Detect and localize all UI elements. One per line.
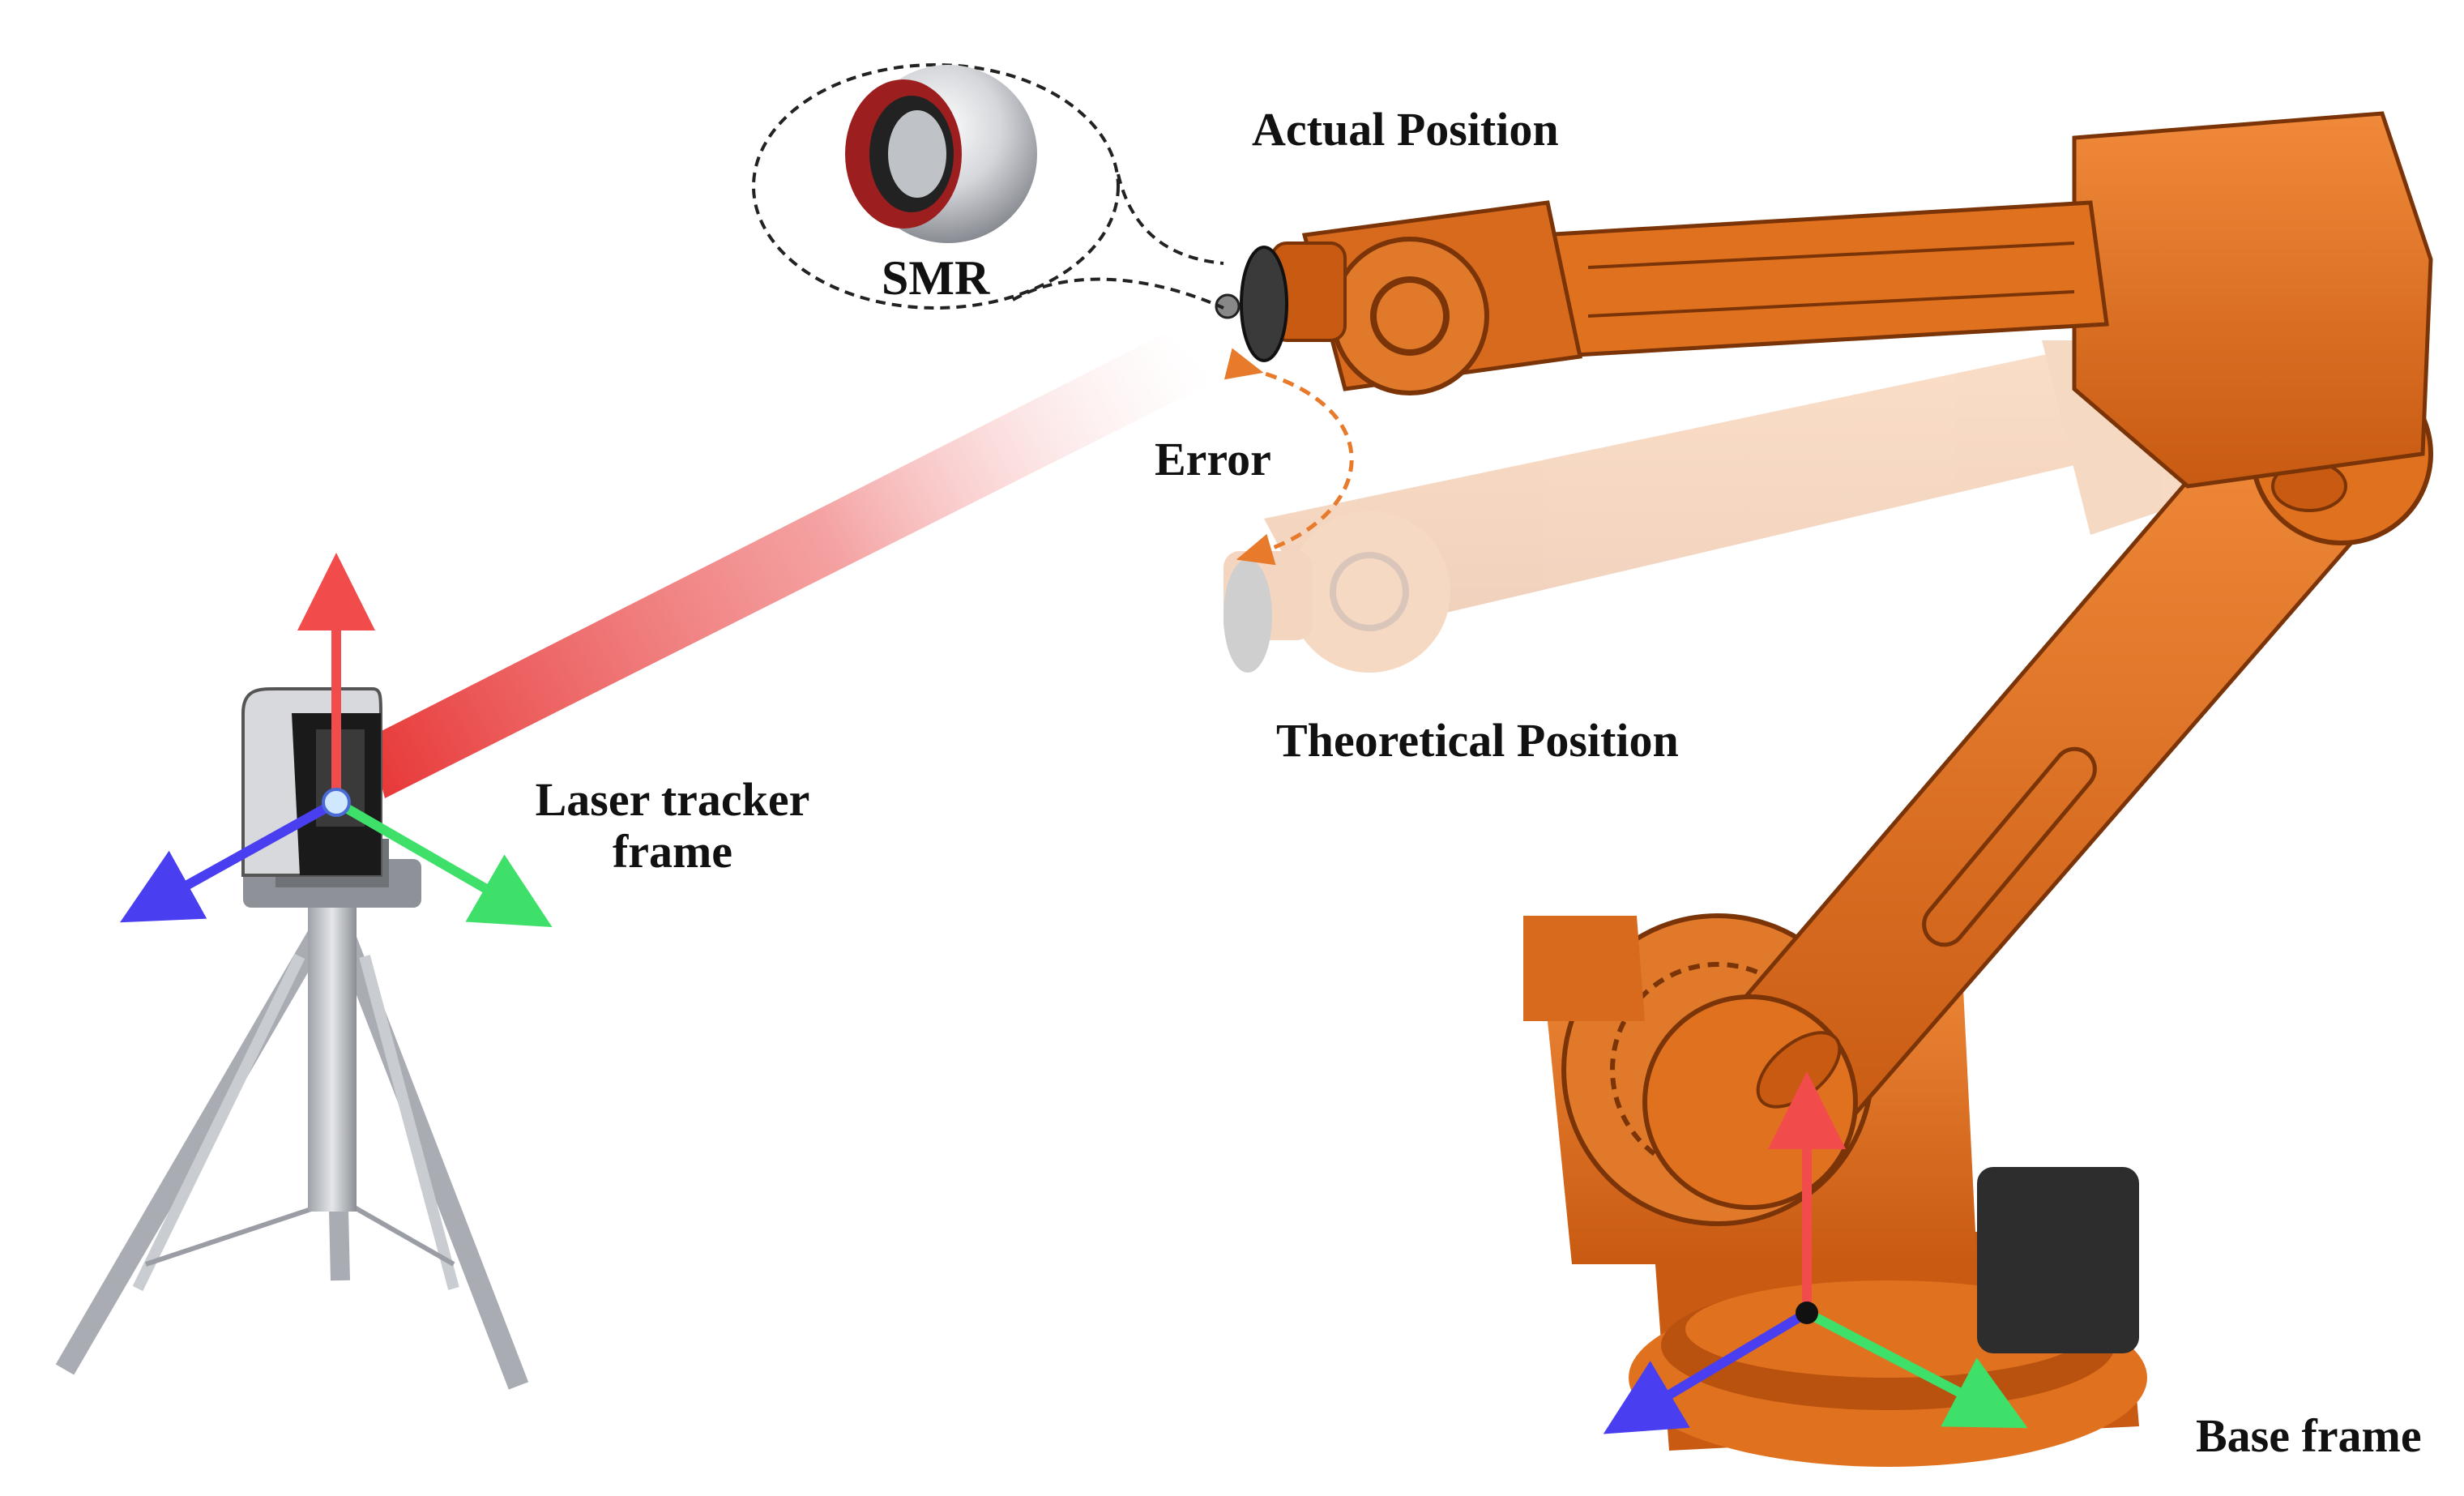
tracker-y-axis (120, 797, 339, 923)
laser-tracker-label-line2: frame (612, 824, 733, 878)
laser-tracker-frame-label: Laser tracker frame (519, 774, 826, 878)
robot-upper-arm (1215, 111, 2433, 489)
base-x-axis (1804, 1308, 2028, 1429)
laser-tracker (55, 687, 529, 1390)
laser-tracker-label-line1: Laser tracker (535, 773, 810, 826)
laser-tracker-frame-axes (120, 553, 553, 928)
base-frame-label: Base frame (2196, 1409, 2422, 1462)
actual-position-label: Actual Position (1252, 103, 1559, 156)
smr-label: SMR (882, 251, 990, 305)
theoretical-position-label: Theoretical Position (1276, 714, 1679, 767)
theoretical-robot-arm (1223, 340, 2188, 673)
tracker-x-axis (333, 797, 553, 928)
error-arrow (1223, 348, 1354, 566)
base-frame-axes (1603, 1071, 2028, 1434)
error-label: Error (1155, 433, 1271, 485)
laser-beam (369, 332, 1215, 798)
smr-callout (752, 63, 1224, 310)
base-y-axis (1603, 1308, 1810, 1434)
